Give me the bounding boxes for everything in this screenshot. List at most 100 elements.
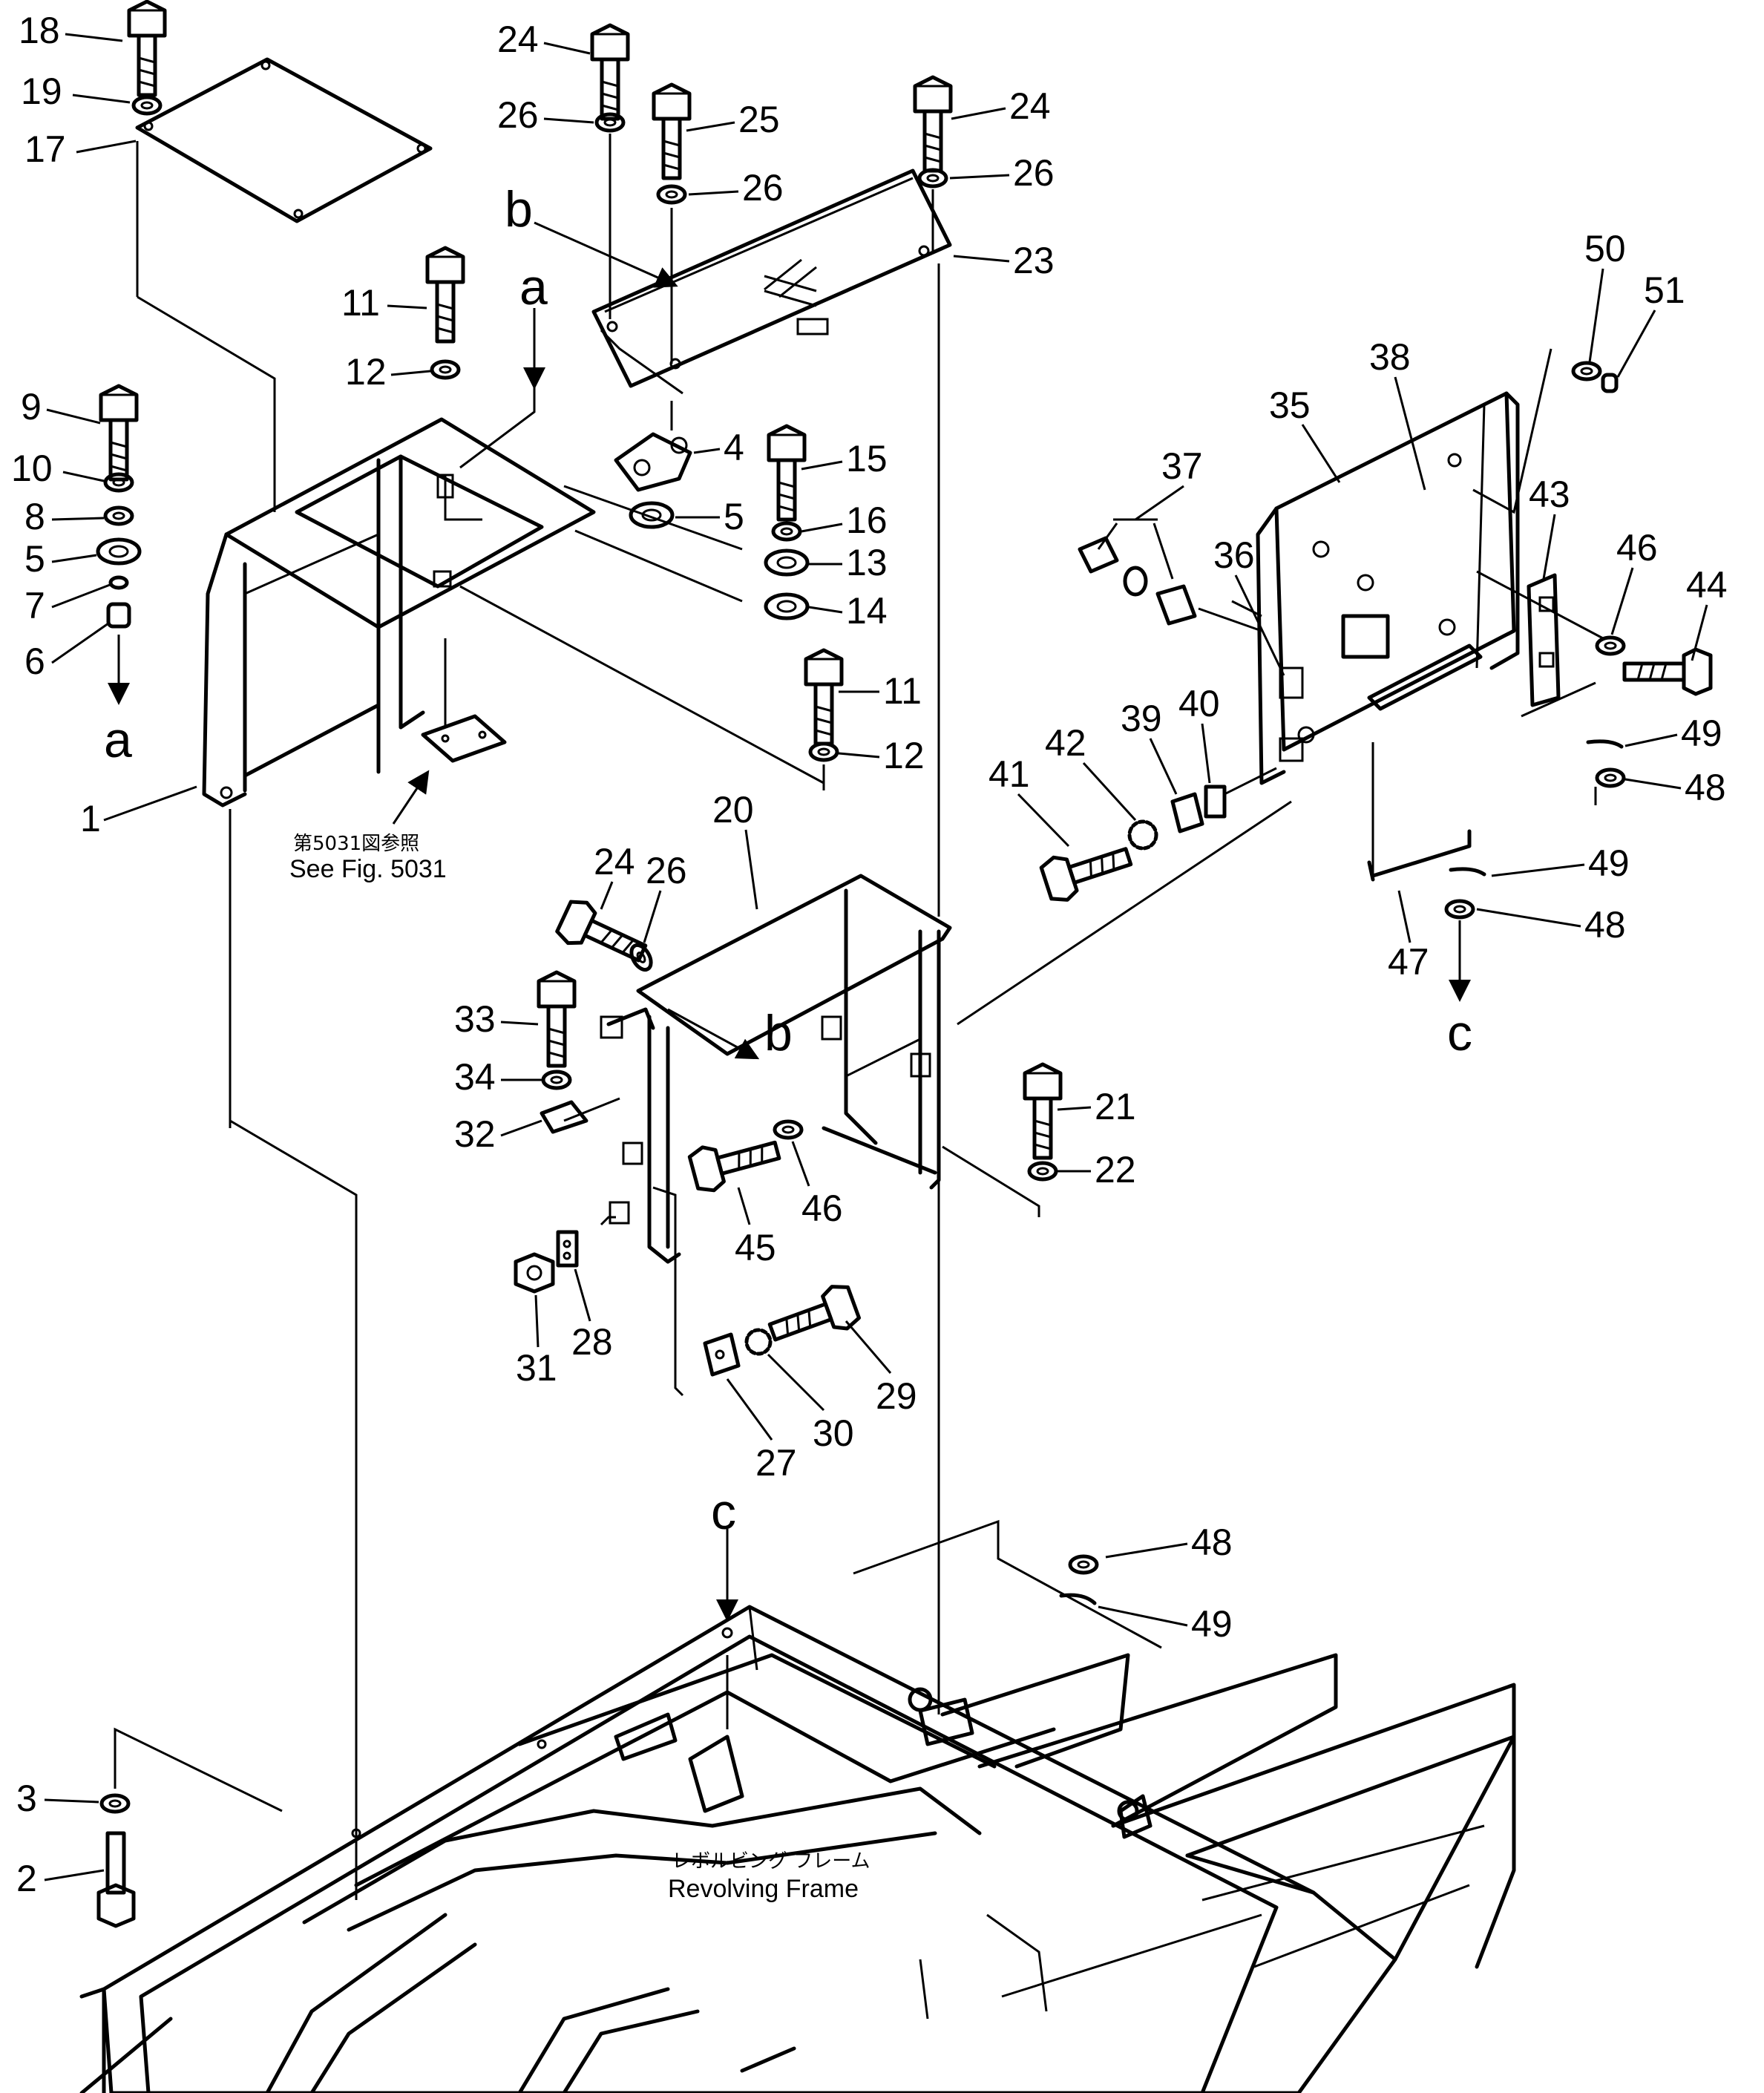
latch-39 [1170, 792, 1204, 833]
callout-5a: 5 [24, 538, 45, 580]
callout-19: 19 [21, 71, 62, 112]
callout-21: 21 [1095, 1086, 1136, 1127]
callout-13: 13 [846, 542, 888, 583]
bolt-icon [1040, 836, 1135, 905]
see-fig-jp: 第5031図参照 [293, 833, 419, 855]
callout-22: 22 [1095, 1149, 1136, 1190]
bolt-icon [539, 972, 574, 1066]
callout-32: 32 [454, 1113, 496, 1155]
bolt-icon [427, 248, 463, 341]
washer-icon [1573, 363, 1600, 379]
callout-6: 6 [24, 641, 45, 682]
flow-marker-b-mid: b [764, 1005, 793, 1061]
washer-icon [658, 186, 685, 203]
lock-washer-42 [1127, 819, 1158, 851]
callout-35: 35 [1269, 384, 1311, 426]
washer-icon [543, 1072, 570, 1088]
flow-marker-c-right: c [1447, 1005, 1472, 1061]
washer-icon [597, 114, 623, 131]
callout-26c: 26 [1013, 152, 1055, 194]
washer-icon [1029, 1163, 1056, 1179]
see-fig-en: See Fig. 5031 [289, 855, 447, 883]
callout-48b: 48 [1584, 904, 1626, 946]
flow-marker-b-top: b [505, 181, 533, 238]
callout-37: 37 [1161, 445, 1203, 487]
callout-7: 7 [24, 585, 45, 626]
frame-jp: レボルビング フレーム [672, 1850, 870, 1873]
callout-33: 33 [454, 998, 496, 1040]
callout-18: 18 [19, 10, 60, 51]
plate-28 [556, 1230, 579, 1268]
bracket-icon [421, 714, 507, 763]
callout-46b: 46 [801, 1188, 843, 1229]
washer-icon [105, 508, 132, 524]
latch-27 [703, 1332, 741, 1377]
frame-en: Revolving Frame [668, 1875, 859, 1903]
washer-icon [775, 1121, 801, 1138]
washer-icon [102, 1795, 128, 1812]
callout-30: 30 [813, 1412, 854, 1454]
washer-icon [766, 595, 807, 618]
washer-icon [1070, 1556, 1097, 1573]
callout-34: 34 [454, 1056, 496, 1098]
callout-42: 42 [1045, 722, 1086, 764]
callout-23: 23 [1013, 240, 1055, 281]
callout-1: 1 [80, 798, 101, 839]
plate-23 [591, 168, 952, 395]
flow-marker-a-left: a [104, 712, 132, 768]
washer-icon [1597, 638, 1624, 654]
washer-icon [98, 540, 140, 563]
washer-icon [1446, 901, 1473, 917]
callout-4: 4 [724, 427, 744, 468]
callout-26d: 26 [646, 850, 687, 891]
flow-marker-a-top: a [519, 259, 548, 315]
bolt-icon [1624, 649, 1711, 694]
revolving-frame [79, 1605, 1516, 2093]
washer-icon [105, 474, 132, 491]
bolt-icon [765, 1282, 862, 1353]
callout-16: 16 [846, 499, 888, 541]
callout-43: 43 [1529, 474, 1570, 515]
nut-31 [514, 1252, 555, 1294]
callout-20: 20 [712, 789, 754, 831]
support-frame-1 [202, 417, 596, 808]
side-panel-35 [1256, 391, 1520, 785]
callout-12b: 12 [883, 735, 925, 776]
callout-44: 44 [1686, 564, 1728, 606]
plate-40 [1204, 785, 1227, 819]
callout-26a: 26 [497, 94, 539, 136]
callout-50: 50 [1584, 228, 1626, 269]
callout-24b: 24 [1009, 85, 1051, 127]
callout-26b: 26 [742, 167, 784, 209]
callout-49b: 49 [1588, 842, 1630, 884]
bolt-icon [101, 386, 137, 479]
bolt-icon [806, 650, 842, 744]
callout-labels: 18 19 17 9 10 8 5 7 6 1 11 12 24 26 25 2… [11, 10, 1728, 1899]
callout-27: 27 [755, 1442, 797, 1484]
support-frame-20 [600, 874, 952, 1264]
callout-36: 36 [1213, 534, 1255, 576]
callout-24c: 24 [594, 841, 635, 882]
callout-48a: 48 [1685, 767, 1726, 808]
callout-3: 3 [16, 1778, 37, 1819]
bolt-icon [688, 1129, 783, 1194]
washer-icon [810, 744, 837, 760]
bolt-icon [1025, 1064, 1060, 1158]
callout-28: 28 [571, 1321, 613, 1363]
washer-icon [432, 361, 459, 378]
bolt-icon [654, 85, 689, 178]
bolt-icon [554, 897, 651, 973]
callout-8: 8 [24, 496, 45, 537]
flow-marker-c-bottom: c [711, 1484, 736, 1540]
callout-48c: 48 [1191, 1522, 1233, 1563]
callout-9: 9 [21, 386, 42, 428]
callout-11a: 11 [341, 282, 380, 324]
callout-11b: 11 [883, 670, 922, 712]
washer-icon [773, 523, 800, 540]
washer-icon [766, 551, 807, 574]
callout-49c: 49 [1191, 1603, 1233, 1645]
callout-15: 15 [846, 438, 888, 479]
callout-10: 10 [11, 448, 53, 489]
clip-32 [540, 1100, 588, 1134]
